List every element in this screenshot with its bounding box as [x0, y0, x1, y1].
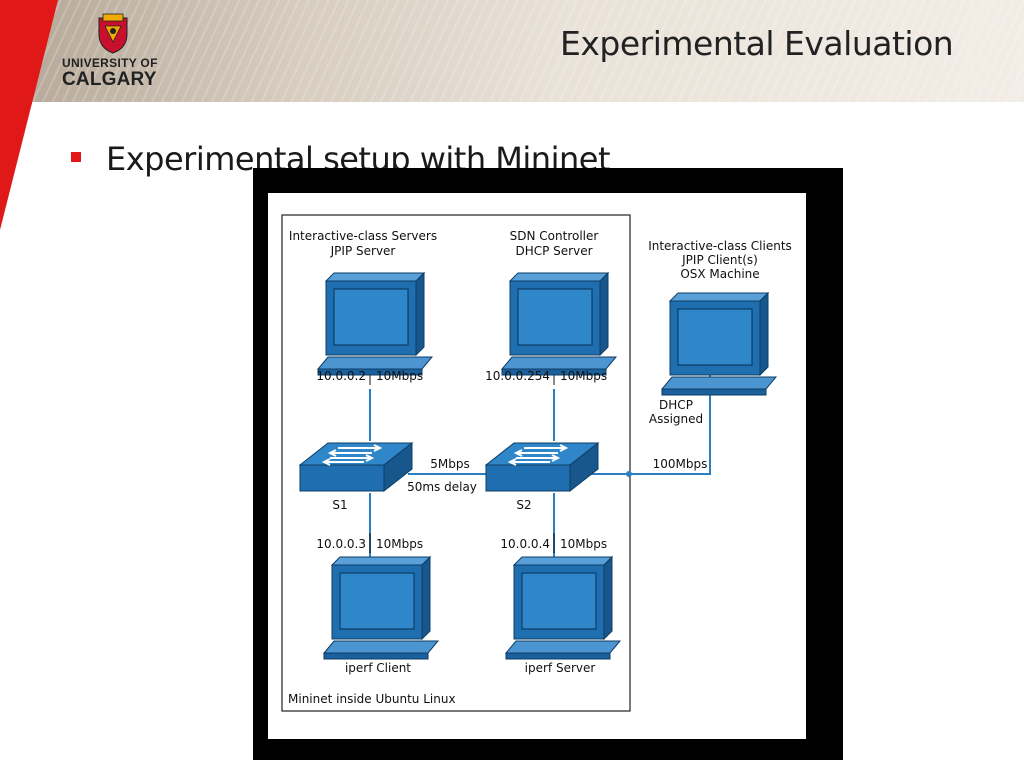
servers-label-2: JPIP Server [330, 244, 396, 258]
clients-label-3: OSX Machine [680, 267, 759, 281]
link-delay-label: 50ms delay [407, 480, 477, 494]
ip-server: 10.0.0.2 [316, 369, 366, 383]
iperf-server-label: iperf Server [525, 661, 596, 675]
link-bw-label: 5Mbps [430, 457, 469, 471]
sdn-controller-computer [501, 272, 617, 376]
switch-s1-label: S1 [332, 498, 347, 512]
figure-canvas: Interactive-class Servers JPIP Server SD… [268, 193, 806, 739]
bw-server: 10Mbps [376, 369, 423, 383]
mininet-box-label: Mininet inside Ubuntu Linux [288, 692, 456, 706]
bw-iperf-client: 10Mbps [376, 537, 423, 551]
logo-text-calgary: CALGARY [62, 69, 157, 90]
box-boundary-node [626, 471, 632, 477]
sdn-label-2: DHCP Server [515, 244, 592, 258]
network-diagram: Interactive-class Servers JPIP Server SD… [281, 214, 792, 712]
bw-sdn: 10Mbps [560, 369, 607, 383]
iperf-client-label: iperf Client [345, 661, 411, 675]
bullet-icon [71, 152, 81, 162]
clients-label-1: Interactive-class Clients [648, 239, 792, 253]
osx-client-computer [661, 292, 777, 396]
ip-iperf-server: 10.0.0.4 [500, 537, 550, 551]
switch-s2-label: S2 [516, 498, 531, 512]
bw-iperf-server: 10Mbps [560, 537, 607, 551]
clients-label-2: JPIP Client(s) [681, 253, 758, 267]
header-banner [0, 0, 1024, 102]
switch-s2 [485, 442, 599, 492]
iperf-server-computer [505, 556, 621, 660]
ip-sdn: 10.0.0.254 [485, 369, 550, 383]
dhcp-label-2: Assigned [649, 412, 703, 426]
figure-frame: Interactive-class Servers JPIP Server SD… [253, 168, 843, 760]
sdn-label-1: SDN Controller [510, 229, 599, 243]
link-s2-clients [580, 361, 711, 475]
university-logo: UNIVERSITY OF CALGARY [62, 12, 172, 92]
slide-title: Experimental Evaluation [560, 24, 954, 63]
logo-text-university-of: UNIVERSITY OF [62, 56, 158, 70]
crest-icon [98, 13, 128, 54]
ext-bw-label: 100Mbps [653, 457, 708, 471]
mininet-box [281, 214, 631, 712]
servers-label-1: Interactive-class Servers [289, 229, 437, 243]
jpip-server-computer [317, 272, 433, 376]
dhcp-label-1: DHCP [659, 398, 693, 412]
iperf-client-computer [323, 556, 439, 660]
switch-s1 [299, 442, 413, 492]
ip-iperf-client: 10.0.0.3 [316, 537, 366, 551]
